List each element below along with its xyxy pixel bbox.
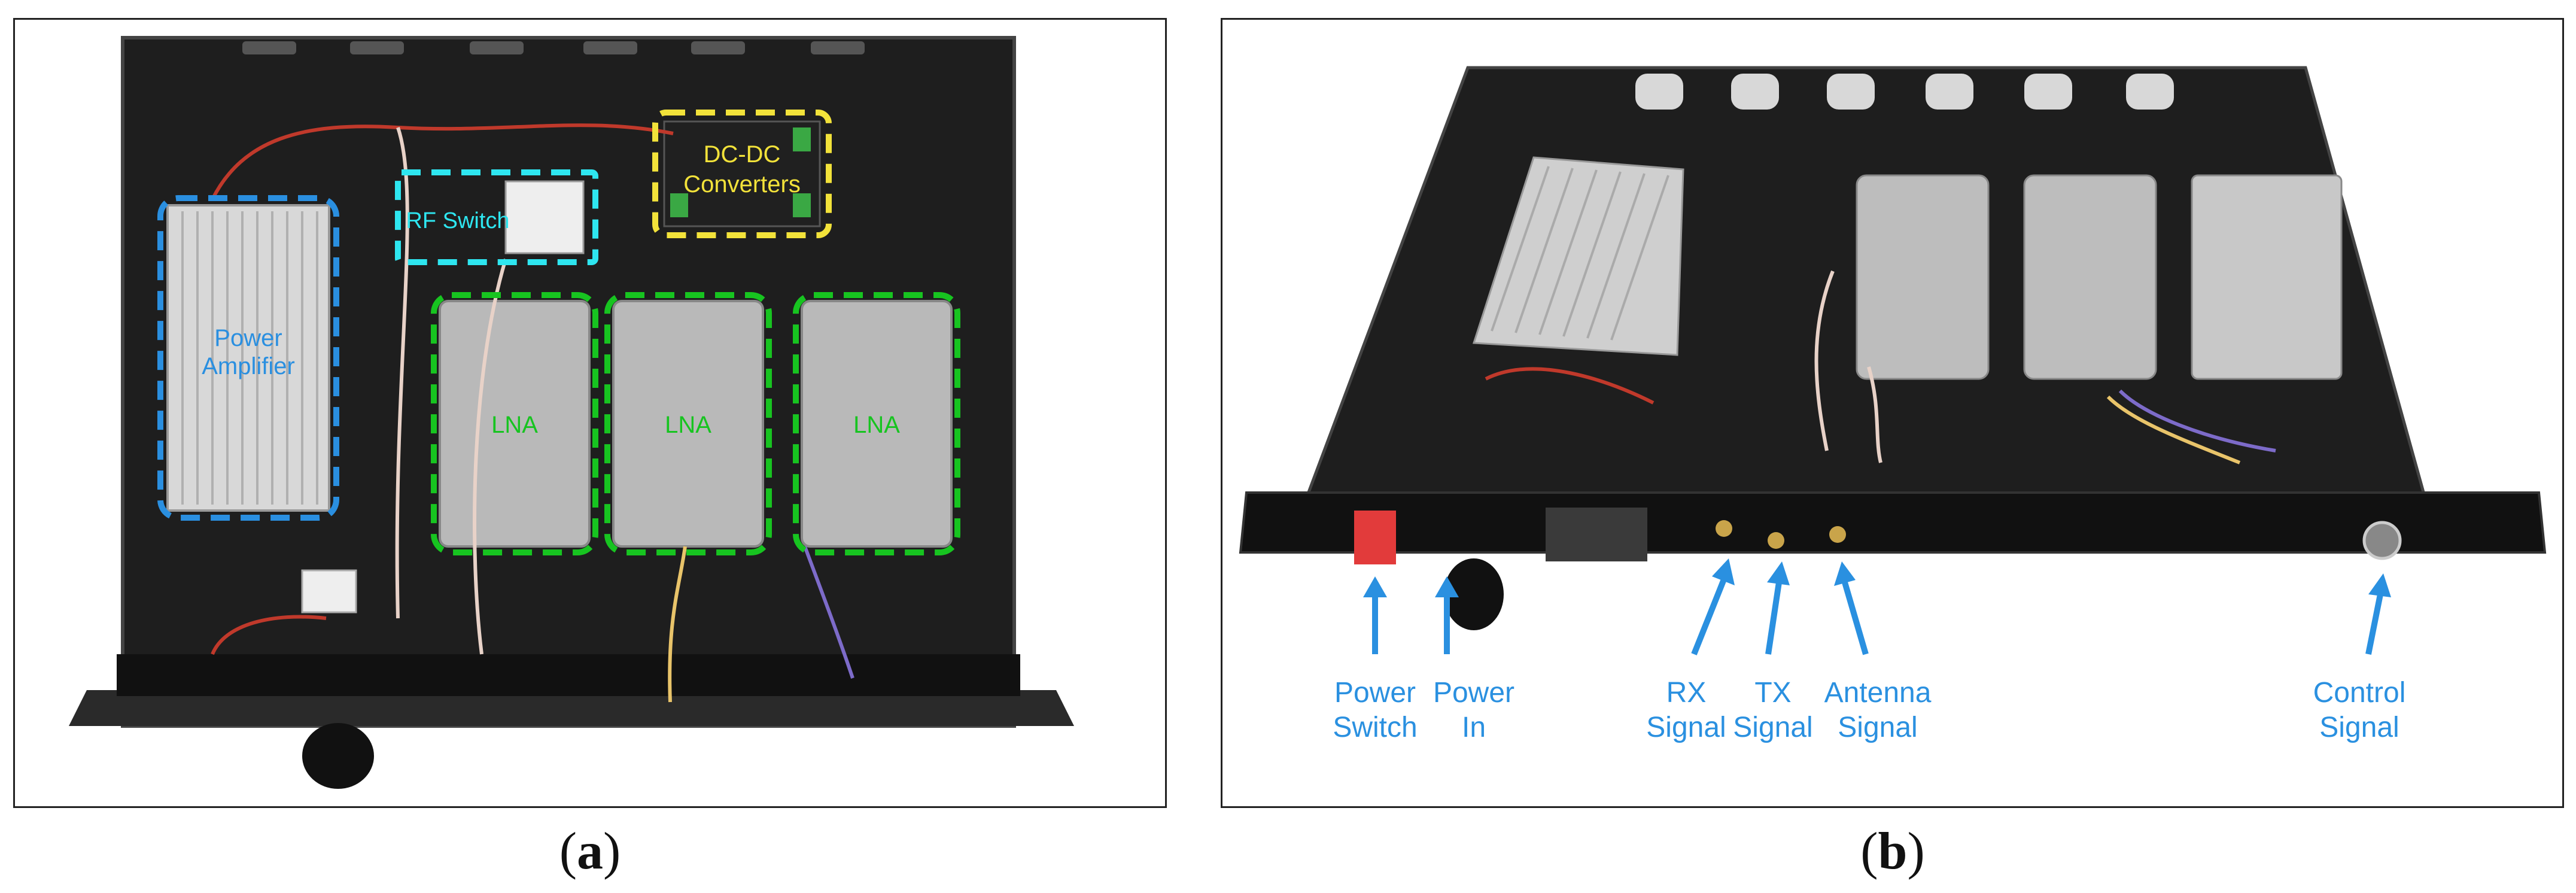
- lna-box-1: [439, 300, 591, 548]
- terminal-block: [301, 569, 357, 613]
- dc-dc-outline: [652, 110, 832, 238]
- power-inlet-cap: [1444, 558, 1504, 630]
- lna-box-2: [612, 300, 764, 548]
- label-lna-1: LNA: [491, 412, 538, 438]
- open-enclosure: [2191, 174, 2343, 380]
- callout-antenna-signal-line2: Signal: [1838, 712, 1917, 743]
- caption-b: (b): [1860, 822, 1925, 880]
- chassis-front-panel: [1239, 491, 2547, 554]
- label-lna-2: LNA: [665, 412, 711, 438]
- caption-a: (a): [559, 822, 621, 880]
- callout-power-switch-line1: Power: [1334, 677, 1416, 709]
- vent-grille: [1546, 508, 1647, 561]
- cables: [1485, 270, 2276, 464]
- rear-connectors: [242, 41, 865, 54]
- callout-tx-signal-line1: TX: [1754, 677, 1791, 709]
- chassis-front-lip: [69, 690, 1074, 726]
- lna-outline-2: [604, 292, 772, 555]
- callout-control-signal-line2: Signal: [2319, 712, 2399, 743]
- rf-switch-outline: [395, 169, 598, 265]
- power-amplifier-heatsink: [166, 204, 330, 512]
- lna-outline-3: [793, 292, 960, 555]
- callout-control-signal-line1: Control: [2313, 677, 2406, 709]
- lna-outline-1: [431, 292, 598, 555]
- power-switch: [1354, 511, 1396, 564]
- label-rf-switch: RF Switch: [406, 208, 509, 233]
- lna-box-3: [801, 300, 953, 548]
- rf-switch-module: [504, 180, 585, 254]
- power-amplifier-outline: [157, 195, 339, 521]
- caption-a-letter: a: [577, 822, 603, 880]
- chassis-front-face: [117, 654, 1020, 696]
- panel-b-photo: Power Switch Power In RX Signal TX Signa…: [1221, 18, 2564, 808]
- label-lna-3: LNA: [853, 412, 900, 438]
- panel-b-illustration: Power Switch Power In RX Signal TX Signa…: [1239, 66, 2547, 743]
- callout-arrows: [1363, 558, 2391, 655]
- rear-connectors: [1635, 74, 2174, 110]
- lna-box-2: [2023, 174, 2157, 380]
- panel-a-illustration: Power Amplifier RF Switch DC-DC Converte…: [69, 36, 1074, 789]
- power-inlet-cap: [302, 723, 374, 789]
- callout-rx-signal-line1: RX: [1666, 677, 1707, 709]
- callout-power-switch-line2: Switch: [1333, 712, 1417, 743]
- control-connector: [2362, 521, 2402, 560]
- front-sma-connectors: [1716, 520, 1846, 549]
- caption-b-letter: b: [1878, 822, 1908, 880]
- callout-power-in-line1: Power: [1433, 677, 1514, 709]
- label-power-amplifier-line1: Power: [214, 325, 282, 351]
- callout-antenna-signal-line1: Antenna: [1824, 677, 1932, 709]
- label-dc-dc-line1: DC-DC: [704, 141, 781, 168]
- power-amplifier-heatsink: [1472, 156, 1684, 356]
- label-dc-dc-line2: Converters: [683, 171, 801, 198]
- lna-box-1: [1856, 174, 1990, 380]
- callout-rx-signal-line2: Signal: [1646, 712, 1726, 743]
- callout-tx-signal-line2: Signal: [1733, 712, 1812, 743]
- cables: [211, 123, 854, 703]
- label-power-amplifier-line2: Amplifier: [202, 353, 295, 379]
- panel-a-photo: Power Amplifier RF Switch DC-DC Converte…: [13, 18, 1167, 808]
- callout-power-in-line2: In: [1462, 712, 1486, 743]
